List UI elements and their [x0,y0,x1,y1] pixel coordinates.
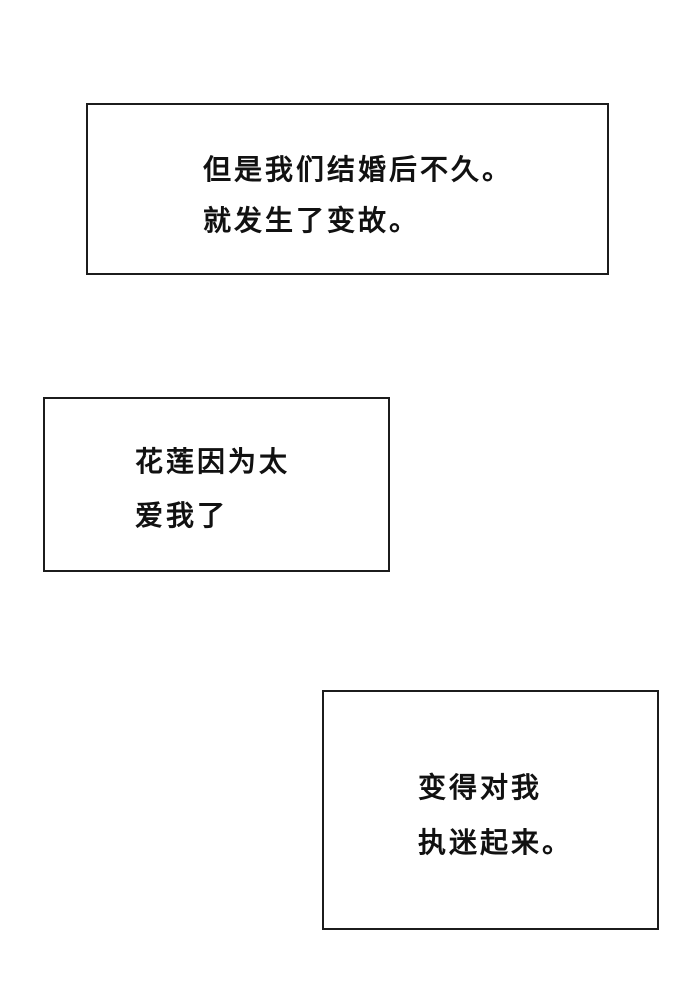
narration-line: 变得对我 [418,772,543,803]
narration-line: 花莲因为太 [135,446,291,477]
narration-box-top: 但是我们结婚后不久。 就发生了变故。 [86,103,609,275]
narration-line: 执迷起来。 [418,827,574,858]
narration-box-middle: 花莲因为太 爱我了 [43,397,390,572]
narration-line: 爱我了 [135,500,229,531]
narration-line: 但是我们结婚后不久。 [203,154,514,185]
narration-box-bottom: 变得对我 执迷起来。 [322,690,659,930]
narration-line: 就发生了变故。 [203,205,421,236]
